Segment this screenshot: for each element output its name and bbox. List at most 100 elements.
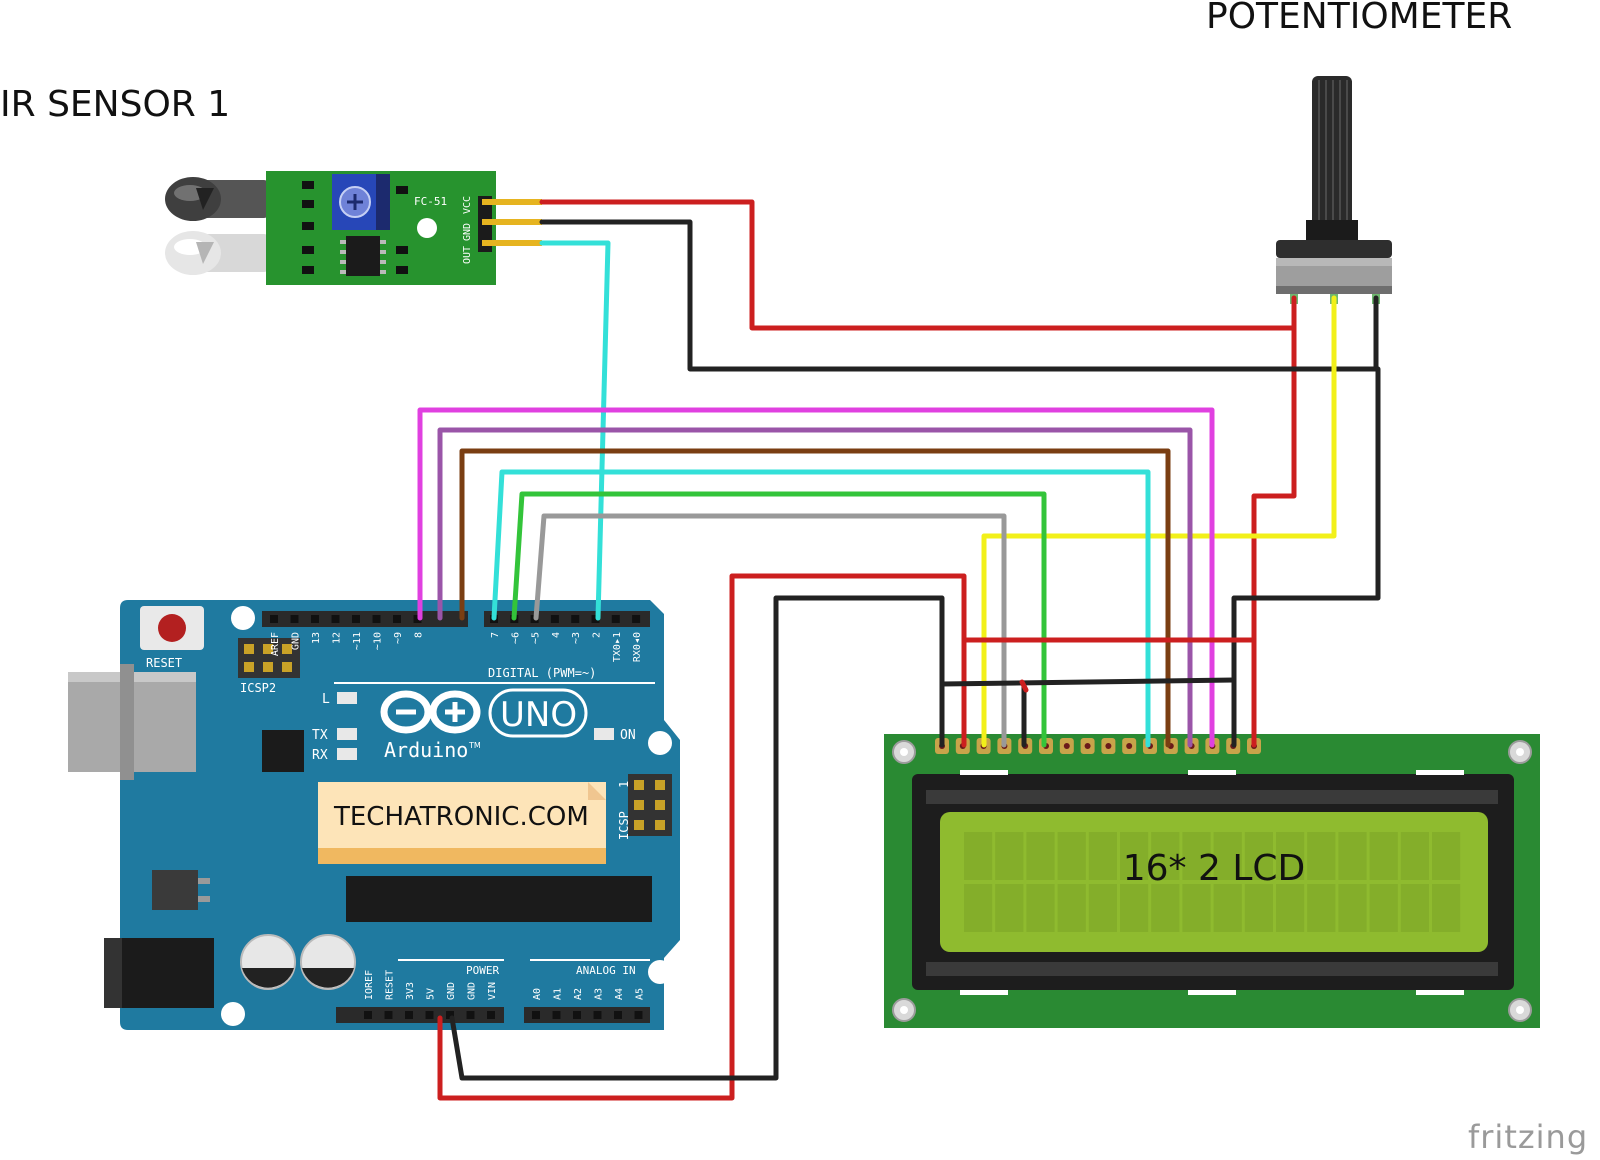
analog-pin[interactable] <box>614 1011 622 1019</box>
analog-pin[interactable] <box>593 1011 602 1019</box>
lcd-cell <box>1151 832 1180 880</box>
lcd-cell <box>1120 832 1149 880</box>
power-pin-label: 5V <box>426 988 437 1000</box>
ir-pin-gnd[interactable] <box>482 219 542 225</box>
digital-pin-label: 4 <box>551 632 562 638</box>
wire-gnd <box>449 595 945 1081</box>
power-pin[interactable] <box>405 1011 413 1019</box>
analog-pin-label: A4 <box>614 988 625 1000</box>
lcd-cell <box>1057 832 1086 880</box>
atmega-chip <box>346 876 652 922</box>
lcd-16x2-module: 16* 2 LCD <box>884 734 1540 1028</box>
icsp-header <box>628 774 672 836</box>
lcd-cell <box>1151 884 1180 932</box>
ir-led-dark <box>165 177 268 221</box>
lcd-character-grid <box>964 832 1461 932</box>
potentiometer-label: POTENTIOMETER <box>1206 0 1513 37</box>
uno-badge <box>488 688 588 738</box>
lcd-cell <box>1182 832 1211 880</box>
power-pin[interactable] <box>446 1011 454 1019</box>
ir-pin-label-out: OUT <box>462 246 473 264</box>
digital-pin[interactable] <box>611 615 620 623</box>
lcd-cell <box>1338 832 1367 880</box>
potentiometer <box>1276 76 1392 304</box>
digital-pin-label: ~3 <box>571 632 582 644</box>
analog-header <box>524 1007 650 1023</box>
wire-lcd-rw-top <box>1019 679 1029 693</box>
digital-pin[interactable] <box>270 615 278 623</box>
lcd-pin-hole <box>1105 743 1112 749</box>
digital-pin-label: ~5 <box>531 632 542 644</box>
wire-pot-wiper <box>981 295 1337 748</box>
lcd-cell <box>1088 884 1117 932</box>
icsp-pin1: 1 <box>617 781 631 788</box>
fritzing-watermark: fritzing <box>1468 1118 1589 1156</box>
analog-pin-label: A2 <box>573 988 584 1000</box>
power-pin[interactable] <box>466 1011 475 1019</box>
wire-lcd-gnd-bridge <box>939 677 1237 687</box>
power-pin[interactable] <box>487 1011 495 1019</box>
lcd-cell <box>1213 884 1242 932</box>
board-name: UNO <box>500 695 577 735</box>
digital-pin[interactable] <box>632 615 641 623</box>
digital-pin[interactable] <box>331 615 340 623</box>
lcd-cell <box>1213 832 1242 880</box>
lcd-cell <box>1307 832 1336 880</box>
power-pin[interactable] <box>384 1011 393 1019</box>
digital-pin[interactable] <box>393 615 401 623</box>
lcd-cell <box>964 884 993 932</box>
digital-pin-label: ~11 <box>352 632 363 650</box>
lcd-label: 16* 2 LCD <box>1123 848 1306 889</box>
analog-pin[interactable] <box>532 1011 540 1019</box>
analog-pin[interactable] <box>573 1011 581 1019</box>
digital-pin[interactable] <box>413 615 422 623</box>
digital-pin[interactable] <box>550 615 559 623</box>
analog-pin[interactable] <box>634 1011 643 1019</box>
brand-sticker-text: TECHATRONIC.COM <box>333 802 589 832</box>
wire-d6 <box>511 491 1047 748</box>
digital-pin[interactable] <box>571 615 580 623</box>
icsp2-header <box>238 638 300 678</box>
digital-pin[interactable] <box>311 615 319 623</box>
techatronic-sticker: TECHATRONIC.COM <box>318 782 606 864</box>
lcd-cell <box>1120 884 1149 932</box>
power-pin-label: GND <box>467 982 478 1000</box>
lcd-cell <box>1182 884 1211 932</box>
ir-pin-label-gnd: GND <box>462 223 473 241</box>
lcd-cell <box>1276 884 1305 932</box>
reset-button[interactable] <box>158 614 186 642</box>
digital-pin[interactable] <box>290 615 299 623</box>
lcd-cell <box>1369 884 1398 932</box>
digital-header-right <box>484 611 650 627</box>
lcd-cell <box>1338 884 1367 932</box>
digital-pin-label: 2 <box>592 632 603 638</box>
analog-pin-label: A5 <box>635 988 646 1000</box>
ir-led-clear <box>165 231 268 275</box>
lcd-cell <box>1432 884 1461 932</box>
digital-pin[interactable] <box>591 615 600 623</box>
analog-pin[interactable] <box>552 1011 561 1019</box>
wire-d10 <box>417 407 1215 748</box>
digital-pin-label: AREF <box>270 632 281 656</box>
digital-pin-label: ~10 <box>373 632 384 650</box>
power-pin[interactable] <box>425 1011 434 1019</box>
led-label-l: L <box>322 692 330 707</box>
digital-pin-label: GND <box>291 632 302 650</box>
digital-pin[interactable] <box>352 615 360 623</box>
ir-pin-vcc[interactable] <box>482 199 542 205</box>
lcd-cell <box>1432 832 1461 880</box>
power-pin-label: RESET <box>385 970 396 1000</box>
lcd-pin-hole <box>1126 743 1133 749</box>
power-pin-label: GND <box>446 982 457 1000</box>
analog-pin-label: A3 <box>594 988 605 1000</box>
digital-pin[interactable] <box>372 615 381 623</box>
lcd-pin-hole <box>1063 743 1070 749</box>
ir-pin-out[interactable] <box>482 240 542 246</box>
arduino-logo <box>380 690 481 734</box>
digital-pin-label: 7 <box>490 632 501 638</box>
power-pin[interactable] <box>364 1011 372 1019</box>
